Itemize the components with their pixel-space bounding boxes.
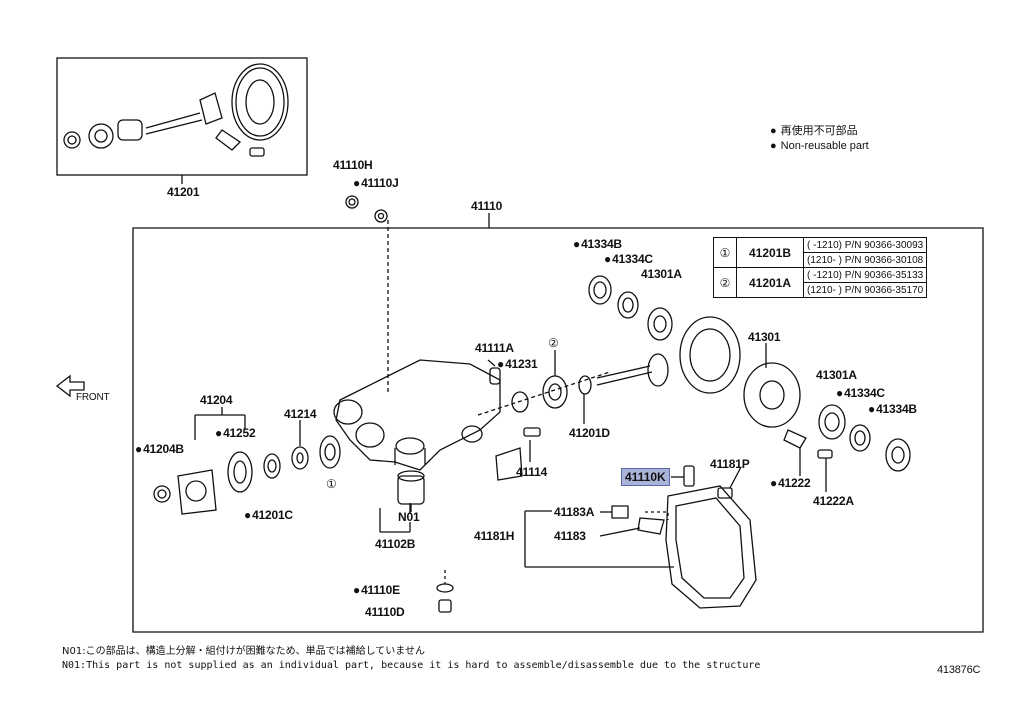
table-entry: ( -1210) P/N 90366-30093	[802, 237, 928, 253]
legend-en: Non-reusable part	[770, 139, 869, 153]
label-N01[interactable]: N01	[398, 510, 420, 524]
label-41110[interactable]: 41110	[471, 199, 503, 213]
table-row: ① 41201B ( -1210) P/N 90366-30093	[713, 237, 928, 268]
table-row: ② 41201A ( -1210) P/N 90366-35133	[713, 267, 928, 298]
label-41201D[interactable]: 41201D	[569, 426, 610, 440]
front-arrow	[55, 374, 85, 398]
inset-frame	[56, 57, 308, 176]
label-41111A[interactable]: 41111A	[475, 341, 514, 355]
part-number-table: ① 41201B ( -1210) P/N 90366-30093 (1210-…	[713, 237, 928, 298]
label-41301A-right[interactable]: 41301A	[816, 368, 857, 382]
label-41334C-top[interactable]: 41334C	[604, 252, 653, 266]
label-41204B[interactable]: 41204B	[135, 442, 184, 456]
label-41334B-right[interactable]: 41334B	[868, 402, 917, 416]
carrier-housing	[333, 359, 501, 471]
label-circle-1: ①	[326, 477, 337, 491]
label-41334C-right[interactable]: 41334C	[836, 386, 885, 400]
label-41110K-highlighted[interactable]: 41110K	[621, 468, 670, 486]
table-entry: (1210- ) P/N 90366-30108	[802, 252, 928, 268]
label-41214[interactable]: 41214	[284, 407, 317, 421]
label-41102B[interactable]: 41102B	[375, 537, 416, 551]
label-41183A[interactable]: 41183A	[554, 505, 595, 519]
table-marker: ①	[713, 237, 737, 268]
legend-jp: 再使用不可部品	[770, 124, 858, 138]
label-41181H[interactable]: 41181H	[474, 529, 515, 543]
rear-cover	[665, 485, 757, 609]
label-41201[interactable]: 41201	[167, 185, 200, 199]
front-label: FRONT	[76, 392, 110, 403]
label-41181P[interactable]: 41181P	[710, 457, 750, 471]
label-41301A-top[interactable]: 41301A	[641, 267, 682, 281]
label-41204[interactable]: 41204	[200, 393, 233, 407]
label-41110H[interactable]: 41110H	[333, 158, 373, 172]
label-41110D[interactable]: 41110D	[365, 605, 405, 619]
footnote-jp: N01:この部品は、構造上分解・組付けが困難なため、単品では補給していません	[62, 646, 425, 657]
table-part[interactable]: 41201A	[736, 267, 804, 298]
label-41114[interactable]: 41114	[516, 465, 548, 479]
inset-parts	[63, 63, 289, 157]
label-41201C[interactable]: 41201C	[244, 508, 293, 522]
figure-code: 413876C	[937, 664, 981, 676]
label-41183[interactable]: 41183	[554, 529, 586, 543]
label-41252[interactable]: 41252	[215, 426, 256, 440]
table-entry: (1210- ) P/N 90366-35170	[802, 282, 928, 298]
label-41110J[interactable]: 41110J	[353, 176, 399, 190]
table-marker: ②	[713, 267, 737, 298]
label-circle-2: ②	[548, 336, 559, 350]
main-frame	[132, 227, 984, 633]
label-41231[interactable]: 41231	[497, 357, 538, 371]
table-entry: ( -1210) P/N 90366-35133	[802, 267, 928, 283]
label-41222A[interactable]: 41222A	[813, 494, 854, 508]
label-41110E[interactable]: 41110E	[353, 583, 400, 597]
label-41222[interactable]: 41222	[770, 476, 811, 490]
footnote-en: N01:This part is not supplied as an indi…	[62, 660, 761, 671]
label-41334B-top[interactable]: 41334B	[573, 237, 622, 251]
table-row: (1210- ) P/N 90366-35170	[714, 282, 928, 298]
label-41301[interactable]: 41301	[748, 330, 781, 344]
table-part[interactable]: 41201B	[736, 237, 804, 268]
